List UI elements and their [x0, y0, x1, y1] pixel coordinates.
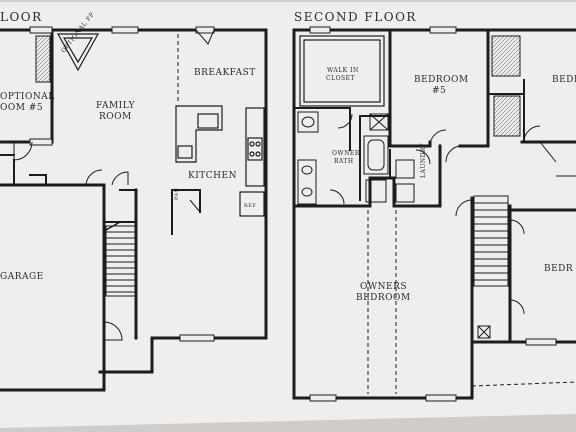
- bedroom-right-bottom-label: BEDR: [544, 264, 574, 274]
- optional-fireplace: [56, 33, 100, 72]
- laundry-label: LAUNDRY: [420, 142, 427, 178]
- owner-bath-walls: [292, 144, 442, 208]
- second-floor-title: SECOND FLOOR: [294, 10, 417, 24]
- first-floor: [0, 28, 268, 392]
- garage-walls: [0, 183, 106, 392]
- garage-entry-walls: [0, 154, 47, 186]
- optional-room-walls: [0, 28, 54, 144]
- first-floor-title: LOOR: [0, 10, 43, 24]
- closet-wall: [293, 107, 351, 151]
- second-floor: [292, 28, 576, 400]
- owner-bath-label-2: BATH: [334, 158, 354, 165]
- optional-room-builtin: [35, 35, 51, 83]
- owners-bedroom-dashed: [367, 210, 576, 394]
- pantry-walls: [171, 189, 201, 235]
- walk-in-closet-label: WALK IN: [327, 67, 359, 74]
- bedroom-right-top-label: BEDR: [552, 75, 576, 85]
- kitchen-counters: [175, 105, 265, 217]
- garage-label: GARAGE: [0, 272, 44, 282]
- refrigerator-label: REF: [244, 203, 257, 209]
- right-closet-walls: [487, 79, 525, 143]
- owner-bath-fixtures: [297, 111, 389, 205]
- second-floor-outer-left: [292, 28, 576, 400]
- owner-bath-label: OWNER: [332, 150, 360, 157]
- hall-walls: [470, 140, 576, 344]
- bedroom5-number: #5: [432, 86, 447, 96]
- top-edge: [0, 0, 576, 2]
- pantry-label: PAN: [174, 187, 180, 200]
- paper-shadow: [0, 414, 576, 432]
- family-room-label-2: ROOM: [99, 112, 132, 122]
- right-closets: [491, 35, 521, 137]
- second-floor-stairs: [473, 195, 509, 339]
- first-floor-stairs: [105, 221, 137, 297]
- first-floor-doors: [13, 29, 215, 341]
- optional-room-number: OOM #5: [0, 103, 44, 113]
- second-floor-doors: [429, 125, 576, 315]
- main-outer-walls: [50, 28, 268, 374]
- second-floor-windows: [309, 26, 557, 402]
- stair-walls: [103, 189, 137, 223]
- optional-room-label: OPTIONAL: [0, 92, 55, 102]
- laundry-fixtures: [395, 149, 431, 203]
- kitchen-label: KITCHEN: [188, 171, 237, 181]
- walk-in-closet: [299, 35, 385, 107]
- walk-in-closet-label-2: CLOSET: [326, 75, 355, 82]
- bedroom5-label: BEDROOM: [414, 75, 469, 85]
- breakfast-label: BREAKFAST: [194, 68, 256, 78]
- owners-bedroom-label: OWNERS: [360, 282, 408, 292]
- family-room-label: FAMILY: [96, 101, 136, 111]
- owners-bedroom-label-2: BEDROOM: [356, 293, 411, 303]
